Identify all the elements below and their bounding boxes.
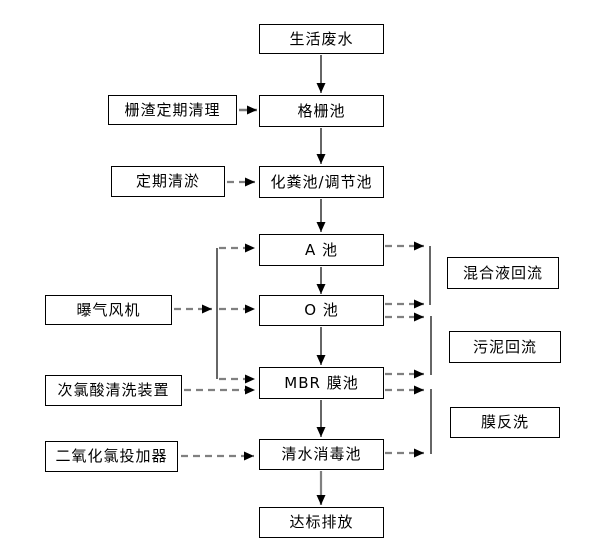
node-grid-residue-periodic-cleaning: 栅渣定期清理 [108,95,237,125]
node-mixed-liquor-return: 混合液回流 [447,257,559,289]
node-aeration-fan: 曝气风机 [45,295,172,325]
node-o-pool: O 池 [259,295,384,326]
node-sludge-return: 污泥回流 [449,331,561,363]
right-dashed-arrows [385,241,424,458]
node-periodic-dredging: 定期清淤 [111,166,225,197]
node-grid-pool: 格栅池 [259,95,384,127]
node-mbr-membrane-pool: MBR 膜池 [259,367,384,399]
junction-lines [216,246,432,454]
left-dashed-arrows [174,177,255,461]
node-standard-discharge: 达标排放 [259,507,384,538]
node-hypochlorous-acid-cleaning-device: 次氯酸清洗装置 [45,375,182,406]
node-a-pool: A 池 [259,234,384,266]
node-clear-water-disinfection-pool: 清水消毒池 [259,439,384,470]
node-septic-regulating-pool: 化粪池/调节池 [259,166,384,198]
node-domestic-wastewater: 生活废水 [259,24,384,54]
node-membrane-backwash: 膜反洗 [450,407,560,438]
node-chlorine-dioxide-doser: 二氧化氯投加器 [45,441,178,472]
